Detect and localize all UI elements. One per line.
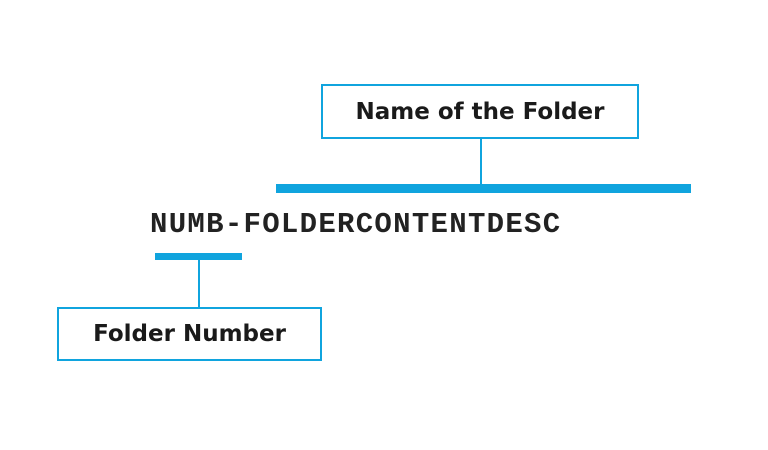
folder-name-underline-bar [276, 184, 691, 193]
folder-code-name-part: FOLDERCONTENTDESC [243, 207, 562, 241]
folder-code-number-part: NUMB [150, 207, 225, 241]
folder-number-underline-bar [155, 253, 242, 260]
folder-name-callout: Name of the Folder [321, 84, 639, 139]
folder-code-separator: - [224, 207, 244, 241]
folder-number-connector-line [198, 260, 200, 307]
folder-code: NUMB-FOLDERCONTENTDESC [150, 204, 561, 244]
folder-name-connector-line [480, 139, 482, 184]
folder-number-callout: Folder Number [57, 307, 322, 361]
